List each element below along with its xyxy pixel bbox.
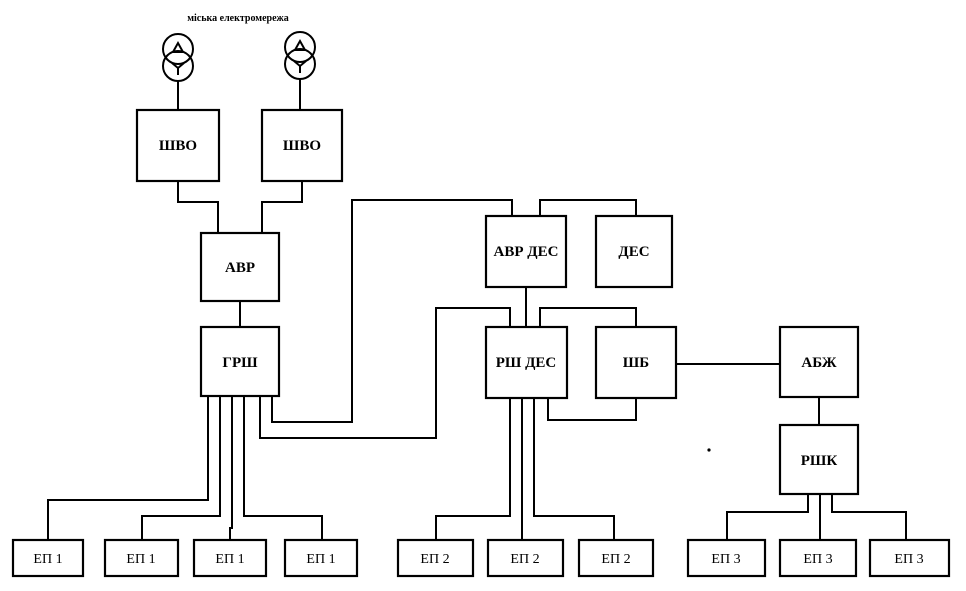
stray-dot xyxy=(707,448,711,452)
block-avr-des-label: АВР ДЕС xyxy=(494,244,559,260)
consumer-label: ЕП 1 xyxy=(33,552,62,567)
consumer-label: ЕП 3 xyxy=(894,552,923,567)
block-des-label: ДЕС xyxy=(618,244,649,260)
block-des: ДЕС xyxy=(594,214,674,289)
block-rshk: РШК xyxy=(778,423,860,496)
block-abzh: АБЖ xyxy=(778,325,860,399)
block-shb-label: ШБ xyxy=(623,355,649,371)
block-rshk-label: РШК xyxy=(801,453,838,469)
transformer-1-icon xyxy=(162,33,194,82)
block-shb: ШБ xyxy=(594,325,678,400)
block-avr-des: АВР ДЕС xyxy=(484,214,568,289)
block-grsh: ГРШ xyxy=(199,325,281,398)
consumer-label: ЕП 2 xyxy=(601,552,630,567)
block-shvo-1-label: ШВО xyxy=(159,138,197,154)
consumer-label: ЕП 3 xyxy=(711,552,740,567)
consumer-group-3: ЕП 3 ЕП 3 ЕП 3 xyxy=(686,538,951,578)
consumer-label: ЕП 2 xyxy=(420,552,449,567)
diagram-title: міська електромережа xyxy=(187,13,289,24)
block-shvo-1: ШВО xyxy=(135,108,221,183)
consumer-group-1: ЕП 1 ЕП 1 ЕП 1 ЕП 1 xyxy=(11,538,359,578)
consumer-label: ЕП 2 xyxy=(510,552,539,567)
block-shvo-2: ШВО xyxy=(260,108,344,183)
block-shvo-2-label: ШВО xyxy=(283,138,321,154)
consumer-label: ЕП 3 xyxy=(803,552,832,567)
block-rsh-des-label: РШ ДЕС xyxy=(496,355,557,371)
block-avr-label: АВР xyxy=(225,260,255,276)
consumer-group-2: ЕП 2 ЕП 2 ЕП 2 xyxy=(396,538,655,578)
consumer-label: ЕП 1 xyxy=(306,552,335,567)
consumer-label: ЕП 1 xyxy=(126,552,155,567)
block-avr: АВР xyxy=(199,231,281,303)
transformer-2-icon xyxy=(284,31,316,80)
block-abzh-label: АБЖ xyxy=(801,355,836,371)
block-rsh-des: РШ ДЕС xyxy=(484,325,569,400)
wiring xyxy=(47,79,907,540)
block-grsh-label: ГРШ xyxy=(222,355,258,371)
consumer-label: ЕП 1 xyxy=(215,552,244,567)
